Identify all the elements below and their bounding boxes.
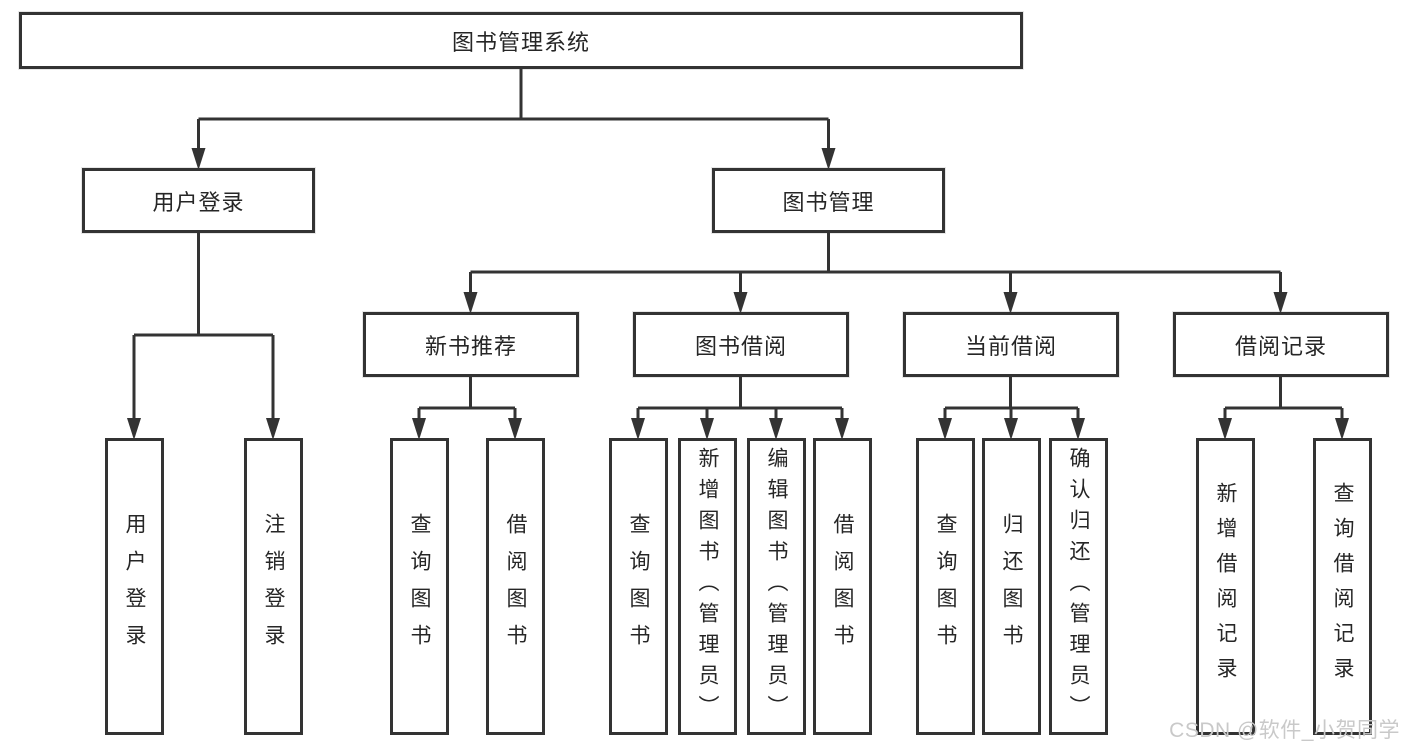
leaf-label: 归还图书 — [1000, 512, 1023, 661]
leaf-label: 查询图书 — [627, 512, 650, 661]
arrowhead-icon — [266, 418, 280, 440]
arrowhead-icon — [1218, 418, 1232, 440]
edge-user-login-to-leaves — [132, 233, 275, 430]
arrowhead-icon — [700, 418, 714, 440]
watermark: CSDN @软件_小贺同学 — [1169, 719, 1400, 742]
leaf-label: 查询图书 — [934, 512, 957, 661]
arrowhead-icon — [127, 418, 141, 440]
leaf-label: 编辑图书（管理员） — [765, 447, 788, 726]
node-book-management: 图书管理 — [712, 168, 945, 233]
leaf-records-query: 查询借阅记录 — [1313, 438, 1372, 735]
leaf-label: 借阅图书 — [504, 512, 527, 661]
arrowhead-icon — [1003, 292, 1018, 314]
arrowheads — [127, 148, 1349, 440]
leaf-label: 确认归还（管理员） — [1067, 447, 1090, 726]
node-current-borrow: 当前借阅 — [903, 312, 1119, 377]
arrowhead-icon — [938, 418, 952, 440]
leaf-label: 用户登录 — [123, 512, 146, 661]
leaf-borrowing-edit-admin: 编辑图书（管理员） — [747, 438, 806, 735]
arrowhead-icon — [1004, 418, 1018, 440]
node-root-system: 图书管理系统 — [19, 12, 1023, 69]
node-borrow-records: 借阅记录 — [1173, 312, 1389, 377]
edge-borrowing-to-leaves — [636, 377, 844, 430]
arrowhead-icon — [821, 148, 836, 170]
leaf-label: 注销登录 — [262, 512, 285, 661]
leaf-current-confirm-admin: 确认归还（管理员） — [1049, 438, 1108, 735]
leaf-label: 借阅图书 — [831, 512, 854, 661]
arrowhead-icon — [463, 292, 478, 314]
leaf-label: 新增借阅记录 — [1214, 481, 1237, 692]
arrowhead-icon — [733, 292, 748, 314]
arrowhead-icon — [1071, 418, 1085, 440]
node-new-book-recommend: 新书推荐 — [363, 312, 579, 377]
leaf-logout: 注销登录 — [244, 438, 303, 735]
leaf-user-login: 用户登录 — [105, 438, 164, 735]
arrowhead-icon — [835, 418, 849, 440]
leaf-borrowing-borrow: 借阅图书 — [813, 438, 872, 735]
leaf-label: 查询图书 — [408, 512, 431, 661]
edge-book-mgmt-to-level3 — [469, 233, 1282, 304]
arrowhead-icon — [191, 148, 206, 170]
leaf-newbook-query: 查询图书 — [390, 438, 449, 735]
leaf-records-add: 新增借阅记录 — [1196, 438, 1255, 735]
arrowhead-icon — [1273, 292, 1288, 314]
edge-new-book-to-leaves — [417, 377, 517, 430]
node-book-borrowing: 图书借阅 — [633, 312, 849, 377]
arrowhead-icon — [631, 418, 645, 440]
leaf-borrowing-add-admin: 新增图书（管理员） — [678, 438, 737, 735]
leaf-label: 查询借阅记录 — [1331, 481, 1354, 692]
leaf-current-return: 归还图书 — [982, 438, 1041, 735]
node-user-login: 用户登录 — [82, 168, 315, 233]
edge-root-to-level2 — [197, 68, 830, 160]
arrowhead-icon — [508, 418, 522, 440]
leaf-borrowing-query: 查询图书 — [609, 438, 668, 735]
leaf-label: 新增图书（管理员） — [696, 447, 719, 726]
arrowhead-icon — [1335, 418, 1349, 440]
leaf-newbook-borrow: 借阅图书 — [486, 438, 545, 735]
arrowhead-icon — [769, 418, 783, 440]
edge-records-to-leaves — [1223, 377, 1344, 430]
leaf-current-query: 查询图书 — [916, 438, 975, 735]
connector-edges — [132, 68, 1344, 430]
arrowhead-icon — [412, 418, 426, 440]
